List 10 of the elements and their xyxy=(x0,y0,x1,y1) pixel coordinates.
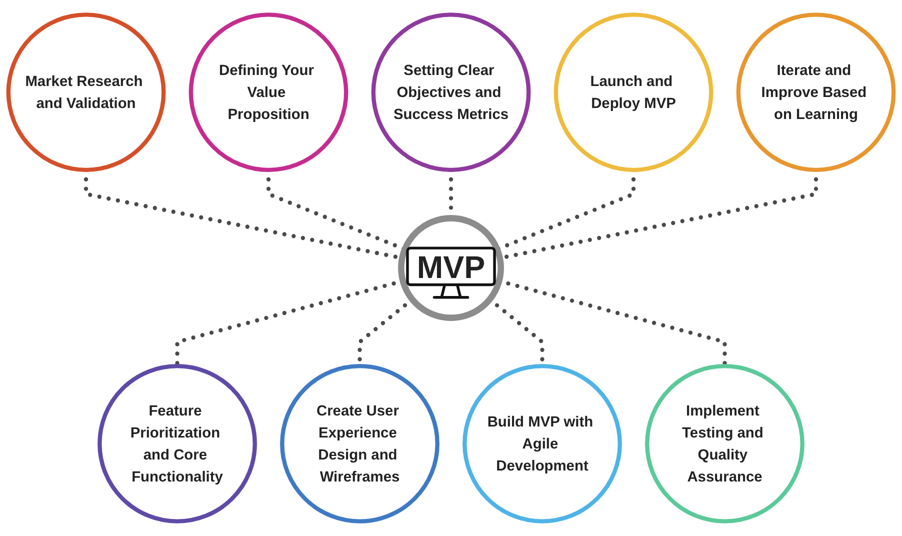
node-circle: MVP xyxy=(398,215,504,321)
node-circle: Implement Testing and Quality Assurance xyxy=(645,364,804,524)
node-circle: Feature Prioritization and Core Functionality xyxy=(98,364,257,524)
node-circle: Market Research and Validation xyxy=(6,12,166,172)
node-circle: Launch and Deploy MVP xyxy=(554,12,714,172)
node-circle: Iterate and Improve Based on Learning xyxy=(736,12,896,172)
node-circle: Build MVP with Agile Development xyxy=(462,364,622,524)
node-circle: Create User Experience Design and Wireframes xyxy=(280,364,440,524)
node-circle: Defining Your Value Proposition xyxy=(188,12,348,172)
node-circle: Setting Clear Objectives and Success Metrics xyxy=(371,12,531,172)
